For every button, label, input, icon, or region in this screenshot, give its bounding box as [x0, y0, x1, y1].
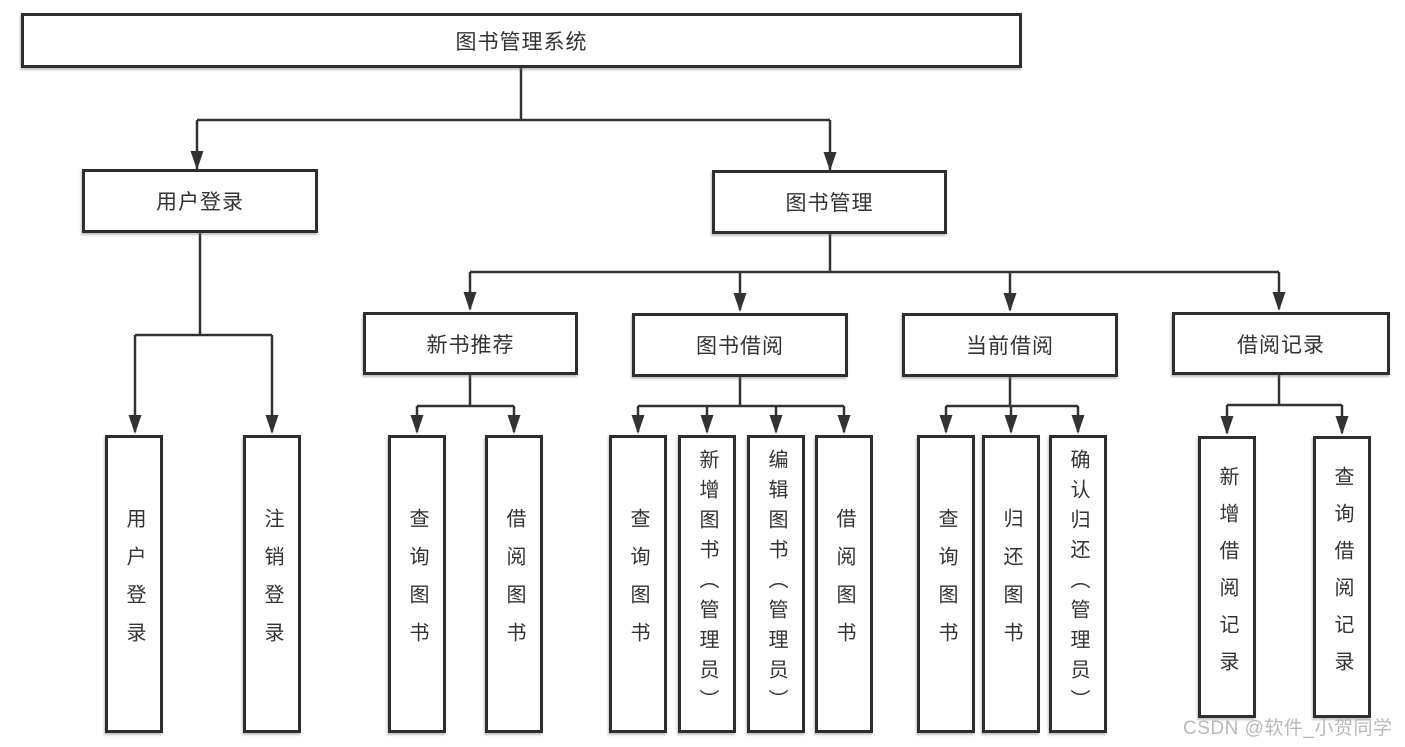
leaf-edit-book-admin-label: 编辑图书（管理员）	[765, 449, 787, 719]
leaf-query-books-current: 查询图书	[917, 435, 975, 733]
connector-borrow-to-leaves	[636, 377, 846, 432]
leaf-query-books-borrowing: 查询图书	[609, 435, 667, 733]
leaf-query-borrow-record: 查询借阅记录	[1313, 436, 1371, 718]
leaf-user-login: 用户登录	[105, 435, 163, 733]
node-new-book-recommend: 新书推荐	[363, 312, 578, 375]
node-book-management: 图书管理	[712, 170, 947, 234]
leaf-add-borrow-record-label: 新增借阅记录	[1216, 466, 1238, 688]
arrowheads	[128, 151, 1349, 435]
node-root-library-system: 图书管理系统	[21, 13, 1022, 68]
node-book-borrowing: 图书借阅	[632, 313, 848, 377]
leaf-query-borrow-record-label: 查询借阅记录	[1331, 466, 1353, 688]
leaf-borrow-books-recommend-label: 借阅图书	[503, 508, 525, 660]
leaf-logout-label: 注销登录	[261, 508, 283, 660]
leaf-borrow-books-borrowing-label: 借阅图书	[833, 508, 855, 660]
leaf-return-book: 归还图书	[982, 435, 1040, 733]
leaf-query-books-recommend: 查询图书	[388, 435, 446, 733]
connector-bookmgmt-to-level3	[468, 234, 1281, 310]
connector-root-to-level2	[195, 68, 832, 170]
leaf-add-book-admin-label: 新增图书（管理员）	[696, 449, 718, 719]
leaf-edit-book-admin: 编辑图书（管理员）	[747, 435, 805, 733]
node-user-login-label: 用户登录	[156, 191, 244, 214]
node-user-login: 用户登录	[82, 169, 318, 233]
leaf-add-book-admin: 新增图书（管理员）	[678, 435, 736, 733]
connector-records-to-leaves	[1225, 375, 1344, 433]
node-new-book-recommend-label: 新书推荐	[426, 333, 515, 357]
leaf-query-books-borrowing-label: 查询图书	[627, 508, 649, 660]
node-borrowing-records-label: 借阅记录	[1237, 333, 1325, 357]
connector-newbook-to-leaves	[415, 375, 516, 432]
leaf-user-login-label: 用户登录	[123, 508, 145, 660]
node-root-label: 图书管理系统	[455, 30, 588, 54]
node-current-borrowing-label: 当前借阅	[966, 335, 1054, 358]
leaf-borrow-books-recommend: 借阅图书	[485, 435, 543, 733]
leaf-borrow-books-borrowing: 借阅图书	[815, 435, 873, 733]
leaf-add-borrow-record: 新增借阅记录	[1198, 436, 1256, 718]
leaf-query-books-current-label: 查询图书	[935, 508, 957, 660]
node-book-borrowing-label: 图书借阅	[696, 335, 784, 358]
leaf-return-book-label: 归还图书	[1000, 508, 1022, 660]
leaf-confirm-return-admin-label: 确认归还（管理员）	[1067, 449, 1089, 719]
leaf-logout: 注销登录	[243, 435, 301, 733]
leaf-confirm-return-admin: 确认归还（管理员）	[1049, 435, 1107, 733]
node-current-borrowing: 当前借阅	[902, 313, 1118, 377]
node-book-management-label: 图书管理	[785, 192, 874, 215]
connector-userlogin-to-leaves	[133, 233, 274, 432]
csdn-watermark: CSDN @软件_小贺同学	[1183, 718, 1393, 739]
leaf-query-books-recommend-label: 查询图书	[406, 508, 428, 660]
node-borrowing-records: 借阅记录	[1172, 312, 1390, 375]
